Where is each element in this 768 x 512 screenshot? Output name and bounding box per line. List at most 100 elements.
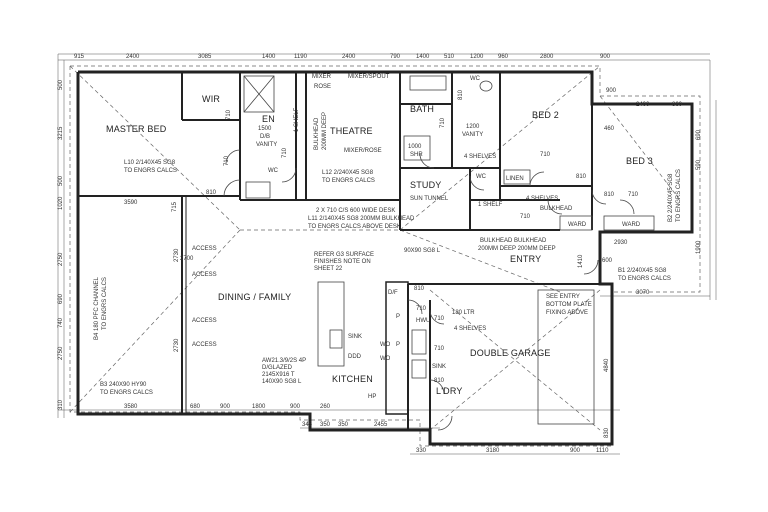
room-master-bed: MASTER BED: [106, 124, 167, 134]
note: LINEN: [506, 176, 524, 182]
dim-label: 710: [226, 109, 232, 120]
note: 1000: [408, 144, 422, 150]
note: BULKHEAD: [314, 117, 320, 150]
roof-lines: [69, 65, 701, 447]
plan-notes: 1500 D/B VANITY WC WC WC 1 SHELF MIXER R…: [94, 74, 682, 400]
dim-label: 900: [606, 88, 617, 94]
dim-label: 3590: [124, 200, 138, 206]
dim-label: 710: [416, 306, 427, 312]
note: 2145X916 T: [262, 372, 295, 378]
dim-label: 460: [604, 126, 615, 132]
note: 4 SHELVES: [526, 196, 558, 202]
dim-label: 1200: [470, 54, 484, 60]
note: DDD: [348, 354, 362, 360]
note: D/F: [388, 290, 398, 296]
dim-label: 500: [58, 175, 64, 186]
dim-label: 715: [172, 201, 178, 212]
note: 1200: [466, 124, 480, 130]
note: 140X90 SG8 L: [262, 379, 302, 385]
dim-label: 900: [220, 404, 231, 410]
note: 1 SHELF: [478, 202, 503, 208]
note: TO ENGRS CALCS: [618, 276, 671, 282]
note: AW21.3/9/2S 4P: [262, 358, 306, 364]
note: ACCESS: [192, 246, 217, 252]
room-labels: MASTER BED WIR EN THEATRE BATH BED 2 BED…: [106, 94, 653, 396]
dim-label: 2930: [614, 240, 628, 246]
dim-label: 710: [224, 155, 230, 166]
dim-label: 4840: [604, 358, 610, 372]
note: SEE ENTRY: [546, 294, 580, 300]
note: 90X90 SG8 L: [404, 248, 441, 254]
dim-label: 710: [440, 117, 446, 128]
note: P: [396, 342, 400, 348]
dim-label: 860: [672, 102, 683, 108]
room-laundry: L'DRY: [436, 386, 463, 396]
dim-label: 2730: [174, 248, 180, 262]
note: ACCESS: [192, 318, 217, 324]
dim-label: 2400: [342, 54, 356, 60]
dim-label: 3580: [124, 404, 138, 410]
dim-label: 740: [58, 317, 64, 328]
room-bed-2: BED 2: [532, 110, 559, 120]
note: ACCESS: [192, 342, 217, 348]
dim-label: 500: [58, 79, 64, 90]
note: 180 LTR: [452, 310, 475, 316]
dim-label: 600: [602, 258, 613, 264]
note: TO ENGRS CALCS: [102, 277, 108, 330]
room-dining-family: DINING / FAMILY: [218, 292, 291, 302]
note: TO ENGRS CALCS: [676, 169, 682, 222]
dim-label: 830: [604, 427, 610, 438]
note: B1 2/240X45 SG8: [618, 268, 667, 274]
room-bed-3: BED 3: [626, 156, 653, 166]
dim-label: 350: [338, 422, 349, 428]
dim-label: 3180: [486, 448, 500, 454]
note: REFER G3 SURFACE: [314, 252, 374, 258]
dim-label: 680: [190, 404, 201, 410]
note: L12 2/240X45 SG8: [322, 170, 374, 176]
note: BOTTOM PLATE: [546, 302, 592, 308]
note: 1500: [258, 126, 272, 132]
note: SHEET 22: [314, 266, 343, 272]
note: 200MM DEEP 200MM DEEP: [478, 246, 556, 252]
room-ensuite: EN: [262, 114, 275, 124]
note: D/B: [260, 134, 270, 140]
dim-label: 2400: [126, 54, 140, 60]
dim-label: 810: [576, 174, 587, 180]
dim-label: 1410: [578, 254, 584, 268]
dim-label: 810: [434, 378, 445, 384]
dim-label: 810: [206, 190, 217, 196]
dim-label: 2400: [636, 102, 650, 108]
note: WO: [380, 356, 391, 362]
note: MIXER/ROSE: [344, 148, 382, 154]
dim-label: 1400: [416, 54, 430, 60]
dim-label: 330: [416, 448, 427, 454]
note: FINISHES NOTE ON: [314, 259, 371, 265]
note: WC: [268, 168, 279, 174]
room-entry: ENTRY: [510, 254, 541, 264]
note: P: [396, 314, 400, 320]
note: VANITY: [256, 142, 277, 148]
dim-label: 3070: [636, 290, 650, 296]
note: BULKHEAD BULKHEAD: [480, 238, 547, 244]
note: MIXER/SPOUT: [348, 74, 390, 80]
note: L11 2/140X45 SG8 200MM BULKHEAD: [308, 216, 415, 222]
dim-label: 2750: [58, 346, 64, 360]
note: ACCESS: [192, 272, 217, 278]
dim-label: 710: [628, 192, 639, 198]
dim-label: 690: [696, 129, 702, 140]
note: 1 SHELF: [294, 107, 300, 132]
note: SINK: [432, 364, 446, 370]
note: WC: [476, 174, 487, 180]
dim-label: 915: [74, 54, 85, 60]
room-wir: WIR: [202, 94, 220, 104]
note: HWU: [416, 318, 430, 324]
note: 4 SHELVES: [464, 154, 496, 160]
dim-label: 710: [520, 214, 531, 220]
note: L10 2/140X45 SG8: [124, 160, 176, 166]
dim-label: 810: [604, 192, 615, 198]
note: WC: [470, 76, 481, 82]
dim-label: 350: [320, 422, 331, 428]
room-study: STUDY: [410, 180, 442, 190]
room-theatre: THEATRE: [330, 126, 373, 136]
